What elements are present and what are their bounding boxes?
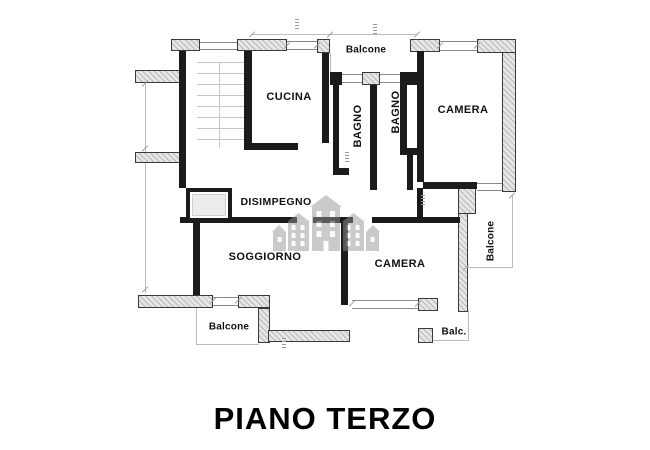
wall-pillar (410, 39, 440, 52)
window (213, 297, 238, 306)
balcony-outline (467, 267, 513, 268)
wall-segment (417, 188, 423, 223)
window (477, 183, 502, 191)
balcony-outline (196, 308, 197, 344)
balcony-outline (433, 340, 469, 341)
wall-segment (322, 53, 329, 143)
houses-watermark-logo (272, 195, 380, 251)
staircase (197, 62, 244, 148)
balcony-outline (512, 195, 513, 268)
wall-pillar (362, 72, 380, 85)
balcony-label-bottom-left: Balcone (208, 321, 250, 333)
dimension-text-illegible (345, 152, 349, 163)
dimension-line (145, 83, 146, 152)
wall-segment (407, 155, 413, 190)
wall-segment (372, 217, 460, 223)
wall-segment (370, 85, 377, 190)
balcony-outline (196, 344, 259, 345)
wall-pillar (477, 39, 516, 53)
window (200, 42, 237, 50)
balcony-outline (252, 34, 417, 35)
dimension-text-illegible (421, 195, 425, 206)
wall-segment (400, 85, 407, 148)
wall-balcony-right (458, 183, 476, 214)
room-label-cucina: CUCINA (266, 91, 312, 103)
wall-segment (400, 72, 417, 85)
elevator-shaft (186, 188, 232, 222)
wall-pillar (418, 328, 433, 343)
room-label-camera-bottom: CAMERA (374, 258, 426, 270)
dimension-line (145, 163, 146, 293)
wall-exterior-south (268, 330, 350, 342)
balcony-outline (330, 53, 331, 72)
staircase-midline (219, 62, 220, 148)
wall-segment (179, 51, 186, 188)
wall-segment (333, 85, 339, 168)
window (352, 300, 418, 309)
room-label-bagno-2: BAGNO (390, 90, 402, 134)
dimension-text-illegible (295, 19, 299, 30)
balcony-label-right: Balcone (485, 220, 497, 262)
window (380, 74, 400, 83)
floor-title: PIANO TERZO (213, 401, 437, 436)
wall-pillar (171, 39, 200, 51)
room-label-camera-top: CAMERA (437, 104, 489, 116)
window (287, 41, 317, 50)
wall-segment (193, 222, 200, 295)
balcony-outline (468, 310, 469, 340)
window (440, 41, 477, 51)
wall-segment (250, 143, 298, 150)
wall-segment (333, 168, 349, 175)
room-label-soggiorno: SOGGIORNO (228, 251, 302, 263)
dimension-tick (413, 31, 421, 38)
wall-segment (417, 51, 424, 182)
wall-stub-left (135, 70, 180, 83)
dimension-text-illegible (373, 24, 377, 35)
wall-pillar (238, 295, 270, 308)
dimension-text-illegible (282, 338, 286, 349)
wall-exterior-south (138, 295, 213, 308)
wall-segment (180, 217, 297, 223)
wall-pillar (317, 39, 330, 53)
wall-exterior-right (502, 52, 516, 192)
room-label-bagno-1: BAGNO (352, 104, 364, 148)
balcony-label-bottom-right: Balc. (441, 326, 467, 338)
window (342, 74, 362, 83)
wall-pillar (237, 39, 287, 51)
balcony-label-top: Balcone (345, 44, 387, 56)
wall-balcony-right (458, 213, 468, 312)
wall-segment (244, 51, 252, 150)
wall-segment (423, 182, 477, 189)
wall-pillar (418, 298, 438, 311)
wall-stub-left (135, 152, 180, 163)
wall-pillar (258, 308, 270, 343)
wall-segment (400, 148, 420, 155)
elevator-cab (192, 194, 226, 216)
room-label-disimpegno: DISIMPEGNO (240, 196, 312, 208)
wall-segment (330, 72, 342, 85)
wall-segment (341, 222, 348, 305)
